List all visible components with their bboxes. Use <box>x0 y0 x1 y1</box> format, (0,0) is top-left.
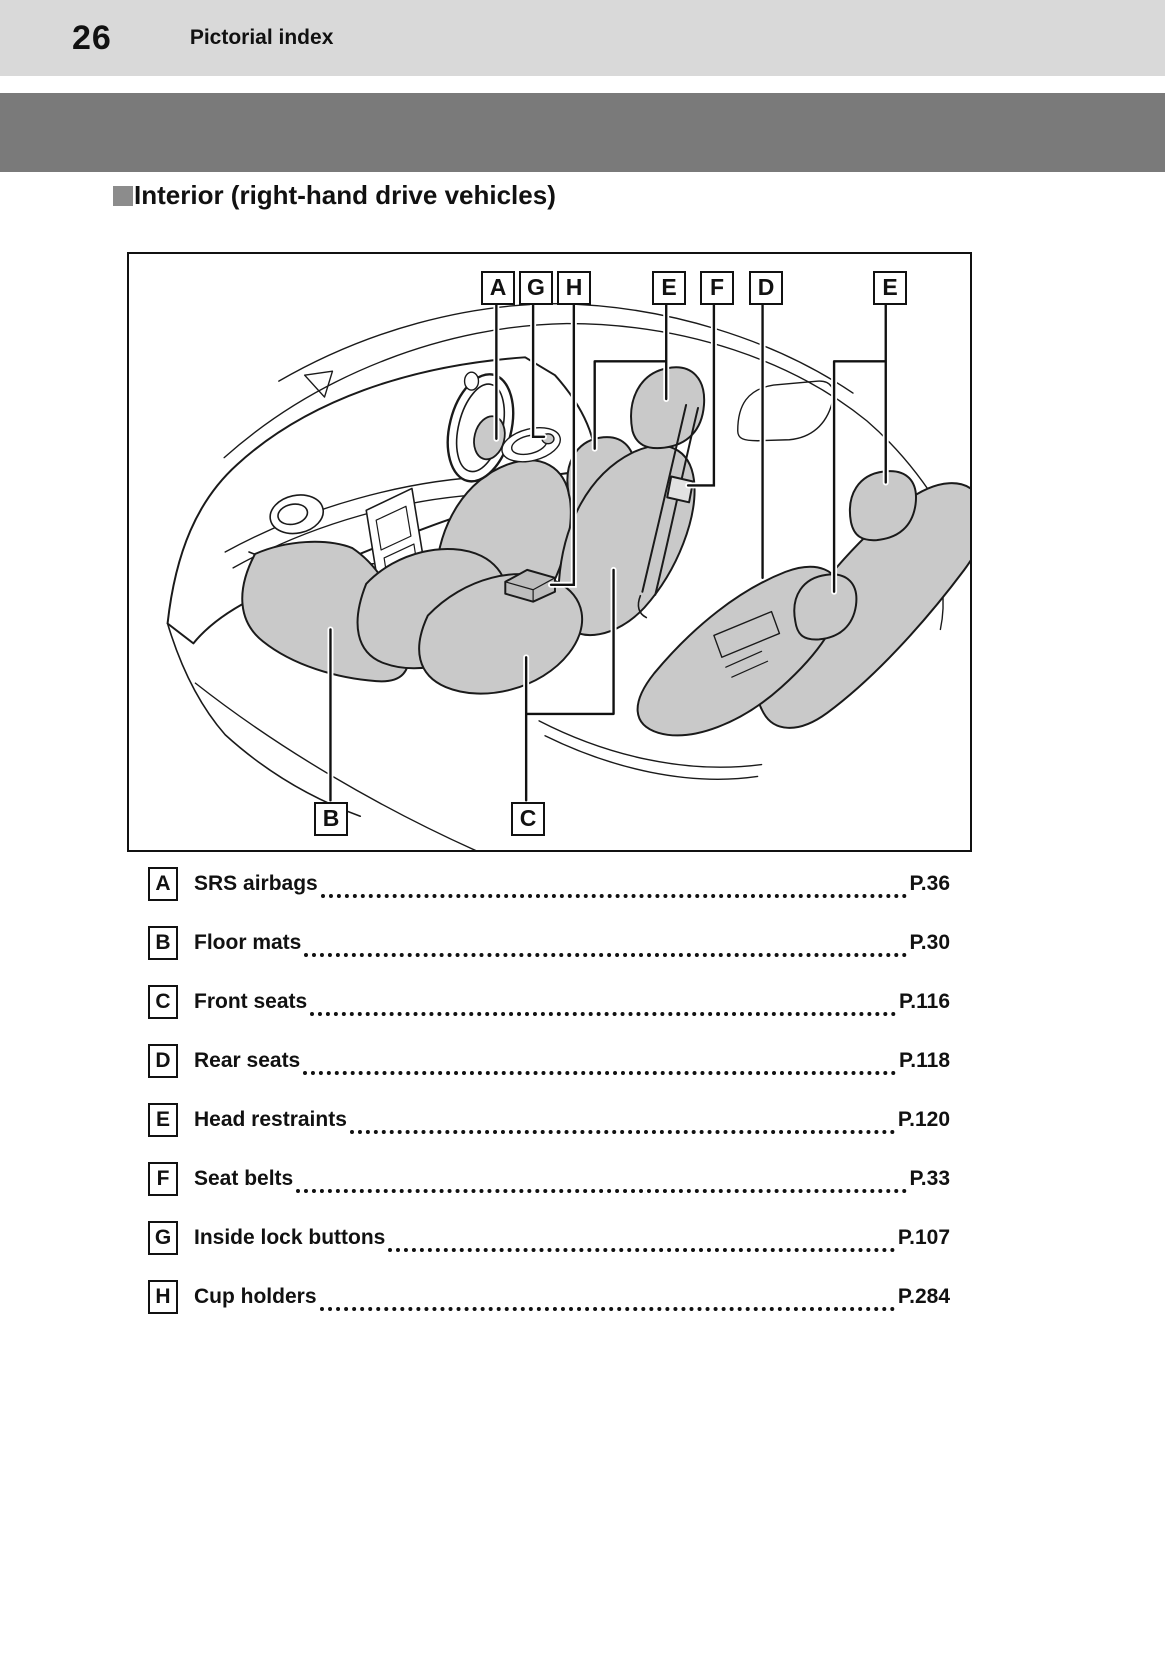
legend-row: A SRS airbags P.36 <box>148 866 950 902</box>
legend-label: Cup holders <box>194 1285 317 1308</box>
legend-label: Head restraints <box>194 1108 347 1131</box>
legend-key-box: C <box>148 985 178 1019</box>
dot-leader <box>304 930 907 957</box>
callout-a: A <box>481 271 515 305</box>
dot-leader <box>296 1166 907 1193</box>
callout-b: B <box>314 802 348 836</box>
subsection-heading-text: Interior (right-hand drive vehicles) <box>134 180 556 210</box>
legend-row: F Seat belts P.33 <box>148 1161 950 1197</box>
callout-h: H <box>557 271 591 305</box>
subsection-heading: Interior (right-hand drive vehicles) <box>113 180 556 211</box>
legend-key-box: D <box>148 1044 178 1078</box>
legend-key-box: H <box>148 1280 178 1314</box>
dot-leader <box>310 989 896 1016</box>
page-number: 26 <box>72 18 112 57</box>
legend-key-box: A <box>148 867 178 901</box>
legend-label: Seat belts <box>194 1167 294 1190</box>
legend-row: E Head restraints P.120 <box>148 1102 950 1138</box>
callout-g: G <box>519 271 553 305</box>
legend-label: Rear seats <box>194 1049 301 1072</box>
legend-page-ref: P.284 <box>897 1285 950 1308</box>
section-title: Pictorial index <box>189 26 334 49</box>
interior-diagram: A G H E F D E B C <box>127 252 972 852</box>
legend-key-box: E <box>148 1103 178 1137</box>
legend-row: H Cup holders P.284 <box>148 1279 950 1315</box>
heading-square-marker <box>113 185 133 206</box>
legend-row: B Floor mats P.30 <box>148 925 950 961</box>
legend-label: Floor mats <box>194 931 302 954</box>
dot-leader <box>303 1048 896 1075</box>
legend-page-ref: P.120 <box>897 1108 950 1131</box>
legend-label: Inside lock buttons <box>194 1226 386 1249</box>
legend-list: A SRS airbags P.36 B Floor mats P.30 C F… <box>148 866 950 1338</box>
dot-leader <box>319 1284 895 1311</box>
dot-leader <box>349 1107 895 1134</box>
legend-page-ref: P.33 <box>909 1167 951 1190</box>
legend-page-ref: P.107 <box>897 1226 950 1249</box>
legend-page-ref: P.116 <box>898 990 950 1013</box>
page-header: 26 Pictorial index <box>0 0 1165 76</box>
car-interior-illustration <box>166 301 970 850</box>
legend-page-ref: P.36 <box>909 872 951 895</box>
legend-page-ref: P.30 <box>909 931 951 954</box>
legend-key-box: F <box>148 1162 178 1196</box>
callout-e-front: E <box>652 271 686 305</box>
legend-label: Front seats <box>194 990 308 1013</box>
callout-f: F <box>700 271 734 305</box>
dot-leader <box>320 871 907 898</box>
legend-key-box: G <box>148 1221 178 1255</box>
dot-leader <box>388 1225 895 1252</box>
callout-e-rear: E <box>873 271 907 305</box>
chapter-band <box>0 93 1165 172</box>
legend-row: G Inside lock buttons P.107 <box>148 1220 950 1256</box>
legend-label: SRS airbags <box>194 872 318 895</box>
legend-key-box: B <box>148 926 178 960</box>
callout-d: D <box>749 271 783 305</box>
legend-page-ref: P.118 <box>898 1049 950 1072</box>
legend-row: D Rear seats P.118 <box>148 1043 950 1079</box>
legend-row: C Front seats P.116 <box>148 984 950 1020</box>
callout-c: C <box>511 802 545 836</box>
